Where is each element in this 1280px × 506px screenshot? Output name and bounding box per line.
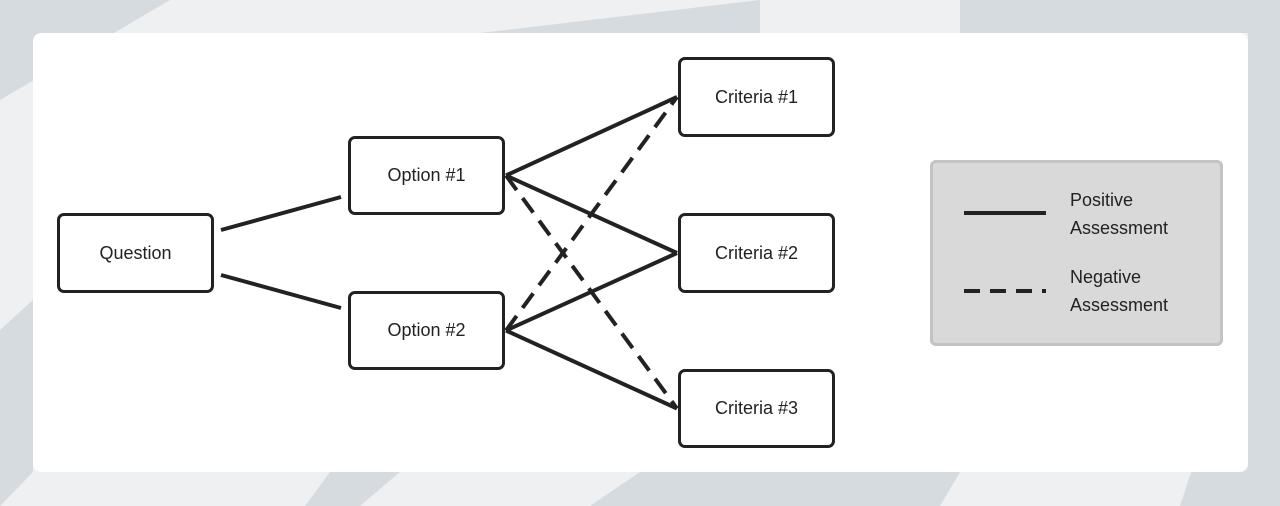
legend: Positive Assessment Negative Assessment [930, 160, 1223, 346]
edge-option2-criteria2-solid [505, 251, 678, 333]
edge-question-option2-solid [220, 273, 342, 310]
legend-negative-label: Negative Assessment [1070, 267, 1169, 315]
criteria-3-label: Criteria #3 [714, 398, 799, 418]
option-1-label: Option #1 [387, 165, 466, 185]
criteria-2-label: Criteria #2 [714, 242, 799, 263]
edge-option1-criteria1-solid [505, 95, 678, 178]
edge-option2-criteria1-dashed [504, 95, 679, 332]
edge-option2-criteria3-solid [505, 328, 678, 411]
option-2-label: Option #2 [387, 320, 466, 340]
legend-swatches [964, 211, 1046, 293]
option-2-node: Option #2 [348, 291, 505, 370]
legend-positive-label: Positive Assessment [1070, 190, 1169, 238]
edge-question-option1-solid [220, 195, 342, 232]
bg-shape-bottom [305, 472, 400, 506]
criteria-1-node: Criteria #1 [678, 57, 835, 137]
bg-shape-bottom-mid [590, 472, 960, 506]
criteria-3-node: Criteria #3 [678, 369, 835, 448]
question-label: Question [99, 242, 172, 263]
bg-shape-top [480, 0, 760, 33]
criteria-2-node: Criteria #2 [678, 213, 835, 293]
option-1-node: Option #1 [348, 136, 505, 215]
bg-shape-bottom-left [0, 300, 33, 506]
question-node: Question [57, 213, 214, 293]
bg-shape-right [960, 0, 1280, 506]
criteria-1-label: Criteria #1 [714, 86, 799, 107]
